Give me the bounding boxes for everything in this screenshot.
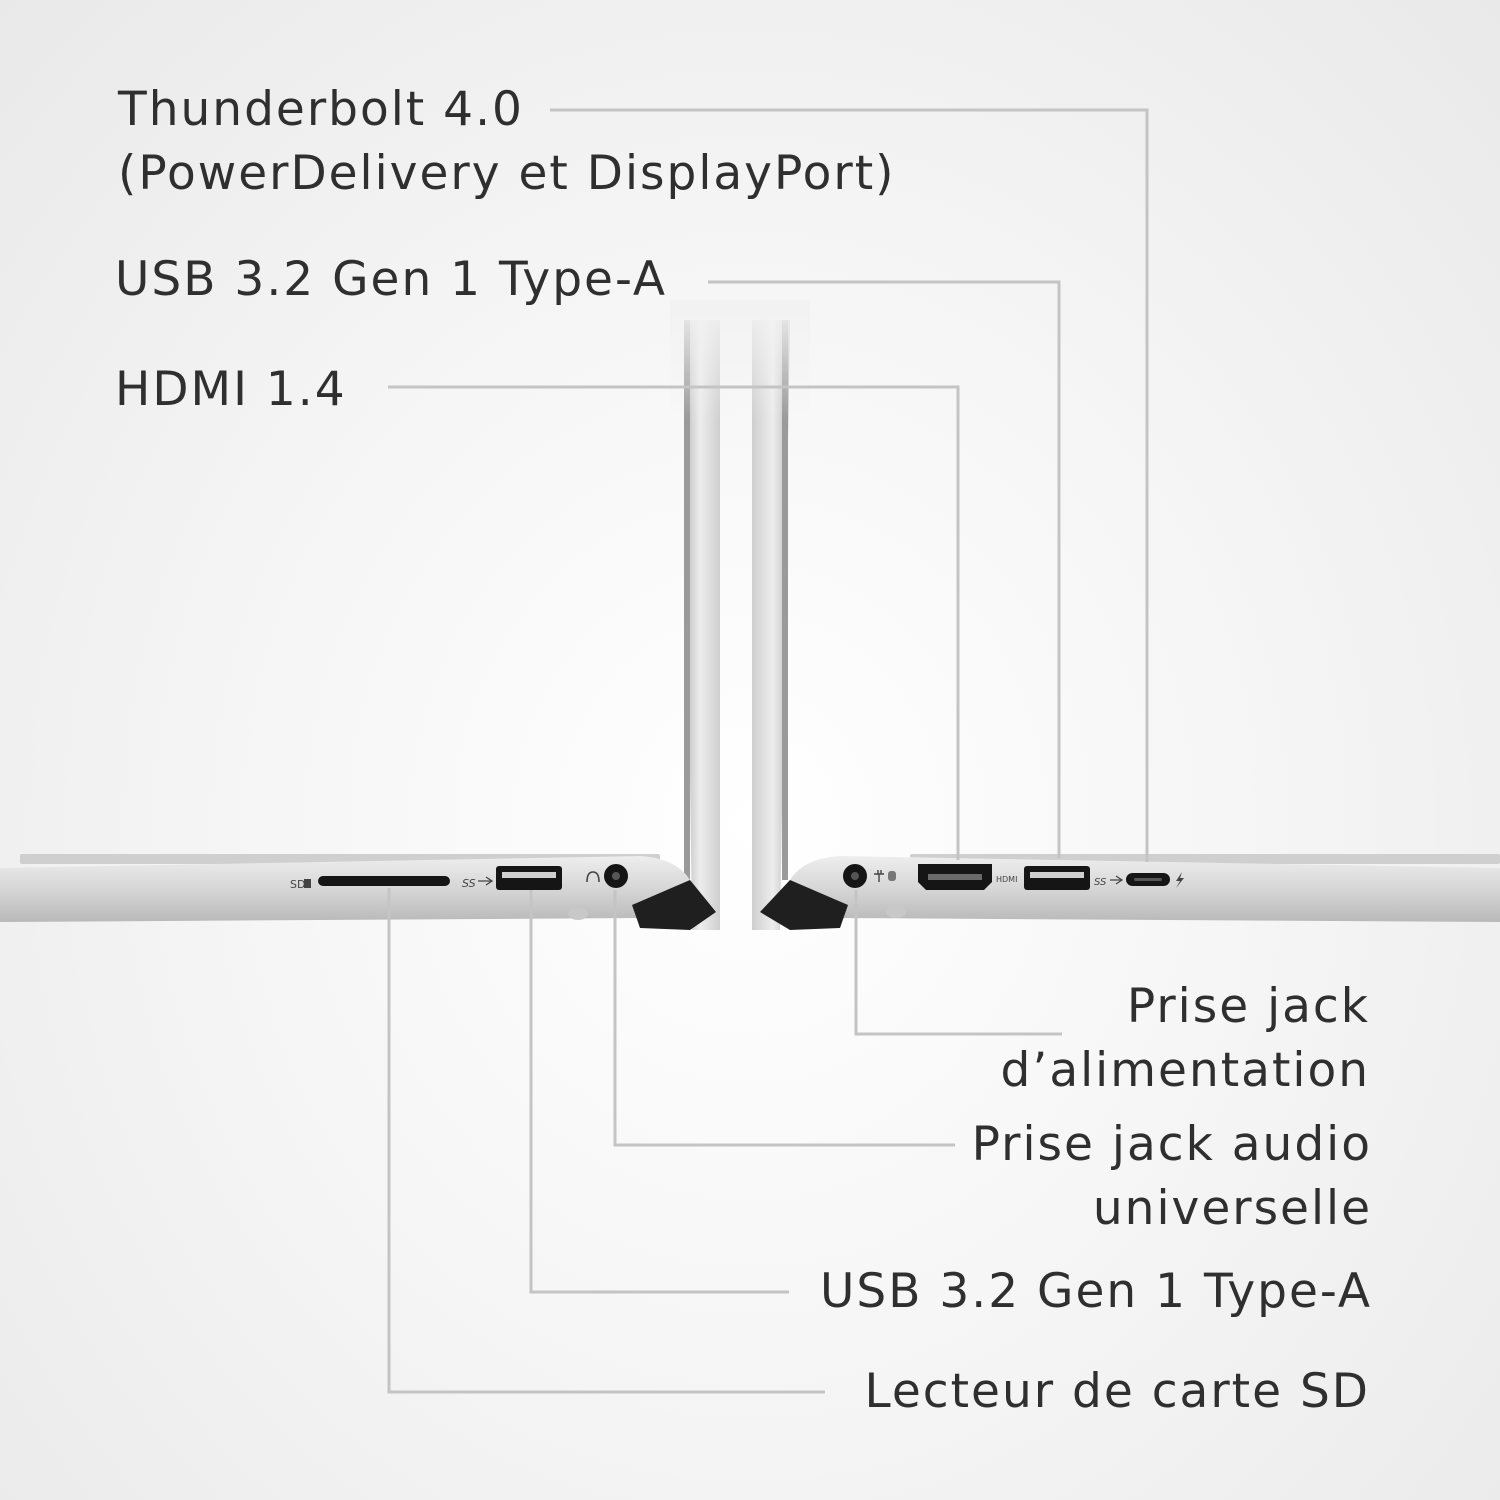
label-power-jack: Prise jack d’alimentation bbox=[1001, 975, 1370, 1103]
leader-usb-left bbox=[529, 890, 789, 1294]
label-power-jack-line1: Prise jack bbox=[1126, 979, 1370, 1034]
usb-a-tongue-left bbox=[502, 872, 556, 878]
leader-sd-reader bbox=[387, 888, 825, 1394]
hdmi-pins bbox=[928, 874, 982, 880]
battery-led-icon bbox=[888, 871, 896, 881]
label-usb-right: USB 3.2 Gen 1 Type-A bbox=[115, 252, 668, 307]
label-audio-jack: Prise jack audio universelle bbox=[972, 1113, 1372, 1241]
sd-card-slot bbox=[318, 876, 450, 886]
left-hinge bbox=[632, 880, 716, 930]
right-ports: HDMI SS bbox=[843, 864, 1184, 890]
thunderbolt-icon bbox=[1176, 872, 1184, 888]
label-audio-jack-line1: Prise jack audio bbox=[971, 1117, 1372, 1172]
left-laptop bbox=[0, 320, 720, 930]
left-lid-dark-edge bbox=[684, 320, 690, 880]
left-foot bbox=[568, 908, 588, 920]
power-plug-icon bbox=[874, 870, 884, 882]
leader-thunderbolt bbox=[550, 108, 1149, 862]
right-lid-dark-edge bbox=[782, 320, 788, 880]
label-thunderbolt: Thunderbolt 4.0 (PowerDelivery et Displa… bbox=[118, 78, 896, 206]
leader-lines bbox=[387, 108, 1149, 1394]
audio-jack-hole bbox=[612, 872, 620, 880]
sd-glyph: SD bbox=[290, 878, 305, 891]
leader-hdmi bbox=[388, 385, 960, 860]
sd-icon-box bbox=[304, 879, 311, 888]
label-power-jack-line2: d’alimentation bbox=[1000, 1043, 1370, 1098]
usb-c-tongue bbox=[1134, 878, 1162, 881]
usb-trident-icon-left bbox=[478, 876, 494, 886]
right-foot bbox=[886, 906, 906, 918]
usb-trident-icon-right bbox=[1110, 875, 1124, 885]
left-ports: SD SS bbox=[290, 864, 628, 891]
label-usb-left: USB 3.2 Gen 1 Type-A bbox=[819, 1264, 1372, 1319]
headphone-icon bbox=[586, 871, 600, 883]
label-audio-jack-line2: universelle bbox=[1092, 1181, 1372, 1236]
leader-power-jack bbox=[854, 890, 1062, 1036]
label-thunderbolt-line2: (PowerDelivery et DisplayPort) bbox=[118, 146, 896, 201]
usb-a-tongue-right bbox=[1030, 872, 1084, 878]
power-jack-hole bbox=[851, 872, 859, 880]
usb-ss-glyph-right: SS bbox=[1094, 877, 1107, 888]
label-thunderbolt-line1: Thunderbolt 4.0 bbox=[118, 82, 524, 137]
label-sd-reader: Lecteur de carte SD bbox=[864, 1364, 1370, 1419]
hdmi-glyph: HDMI bbox=[996, 875, 1017, 884]
label-hdmi: HDMI 1.4 bbox=[115, 362, 347, 417]
leader-usb-right bbox=[708, 280, 1061, 858]
right-laptop bbox=[752, 320, 1500, 930]
right-hinge bbox=[760, 880, 848, 930]
usb-ss-glyph-left: SS bbox=[462, 877, 476, 890]
left-laptop-lid bbox=[684, 320, 720, 930]
right-laptop-lid bbox=[752, 320, 790, 930]
lid-fade bbox=[670, 300, 810, 420]
leader-audio-jack bbox=[613, 890, 955, 1147]
